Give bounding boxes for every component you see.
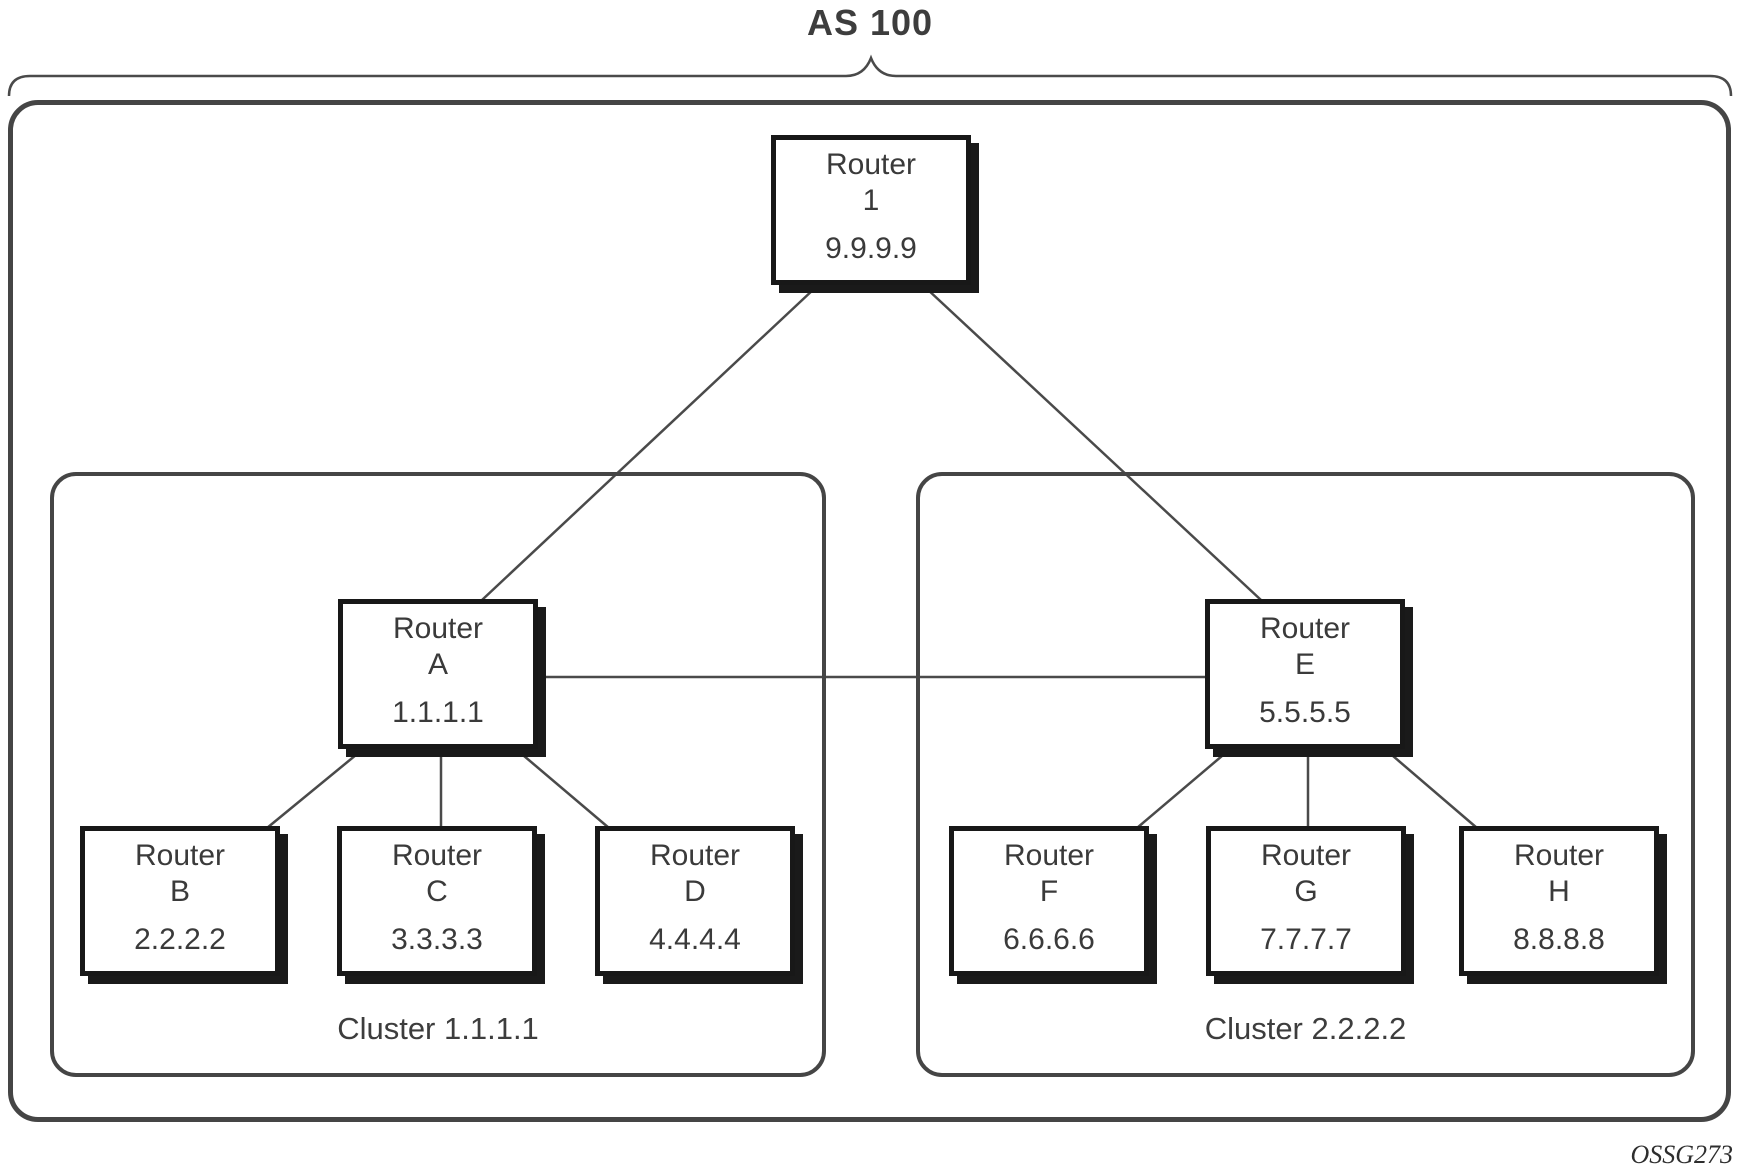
router-b-id: B [169,875,190,908]
link-a-b [266,749,363,829]
router-1-ip: 9.9.9.9 [825,232,917,265]
cluster-2-label: Cluster 2.2.2.2 [1204,1011,1407,1046]
router-f-name: Router [1003,839,1095,872]
router-e-ip: 5.5.5.5 [1259,696,1351,729]
as-title: AS 100 [806,2,934,43]
link-a-d [516,749,610,829]
router-f-id: F [1039,875,1059,908]
router-a-name: Router [392,612,484,645]
router-b-name: Router [134,839,226,872]
router-c-ip: 3.3.3.3 [391,923,483,956]
link-r1-a [481,287,816,601]
router-c-node: Router C 3.3.3.3 [337,826,537,976]
router-a-id: A [427,648,448,681]
router-h-node: Router H 8.8.8.8 [1459,826,1659,976]
router-1-name: Router [825,148,917,181]
router-g-ip: 7.7.7.7 [1260,923,1352,956]
router-e-id: E [1294,648,1315,681]
as-brace [7,54,1733,97]
router-c-id: C [426,875,448,908]
router-a-ip: 1.1.1.1 [392,696,484,729]
router-e-node: Router E 5.5.5.5 [1205,599,1405,749]
cluster-2-boundary: Cluster 2.2.2.2 [916,472,1695,1077]
cluster-1-label: Cluster 1.1.1.1 [337,1011,539,1046]
link-r1-e [925,287,1262,601]
router-g-node: Router G 7.7.7.7 [1206,826,1406,976]
as-boundary [8,100,1731,1122]
router-1-id: 1 [862,184,880,217]
router-g-id: G [1294,875,1318,908]
router-f-node: Router F 6.6.6.6 [949,826,1149,976]
router-d-ip: 4.4.4.4 [649,923,741,956]
router-1-node: Router 1 9.9.9.9 [771,135,971,285]
router-d-name: Router [649,839,741,872]
router-h-id: H [1548,875,1570,908]
cluster-1-boundary: Cluster 1.1.1.1 [50,472,826,1077]
router-b-ip: 2.2.2.2 [134,923,226,956]
router-g-name: Router [1260,839,1352,872]
router-d-node: Router D 4.4.4.4 [595,826,795,976]
router-e-name: Router [1259,612,1351,645]
router-a-node: Router A 1.1.1.1 [338,599,538,749]
link-e-f [1136,749,1230,829]
router-f-ip: 6.6.6.6 [1003,923,1095,956]
router-h-ip: 8.8.8.8 [1513,923,1605,956]
figure-id-label: OSSG273 [1630,1140,1733,1169]
router-d-id: D [684,875,706,908]
router-b-node: Router B 2.2.2.2 [80,826,280,976]
router-h-name: Router [1513,839,1605,872]
router-c-name: Router [391,839,483,872]
link-e-h [1385,749,1478,829]
